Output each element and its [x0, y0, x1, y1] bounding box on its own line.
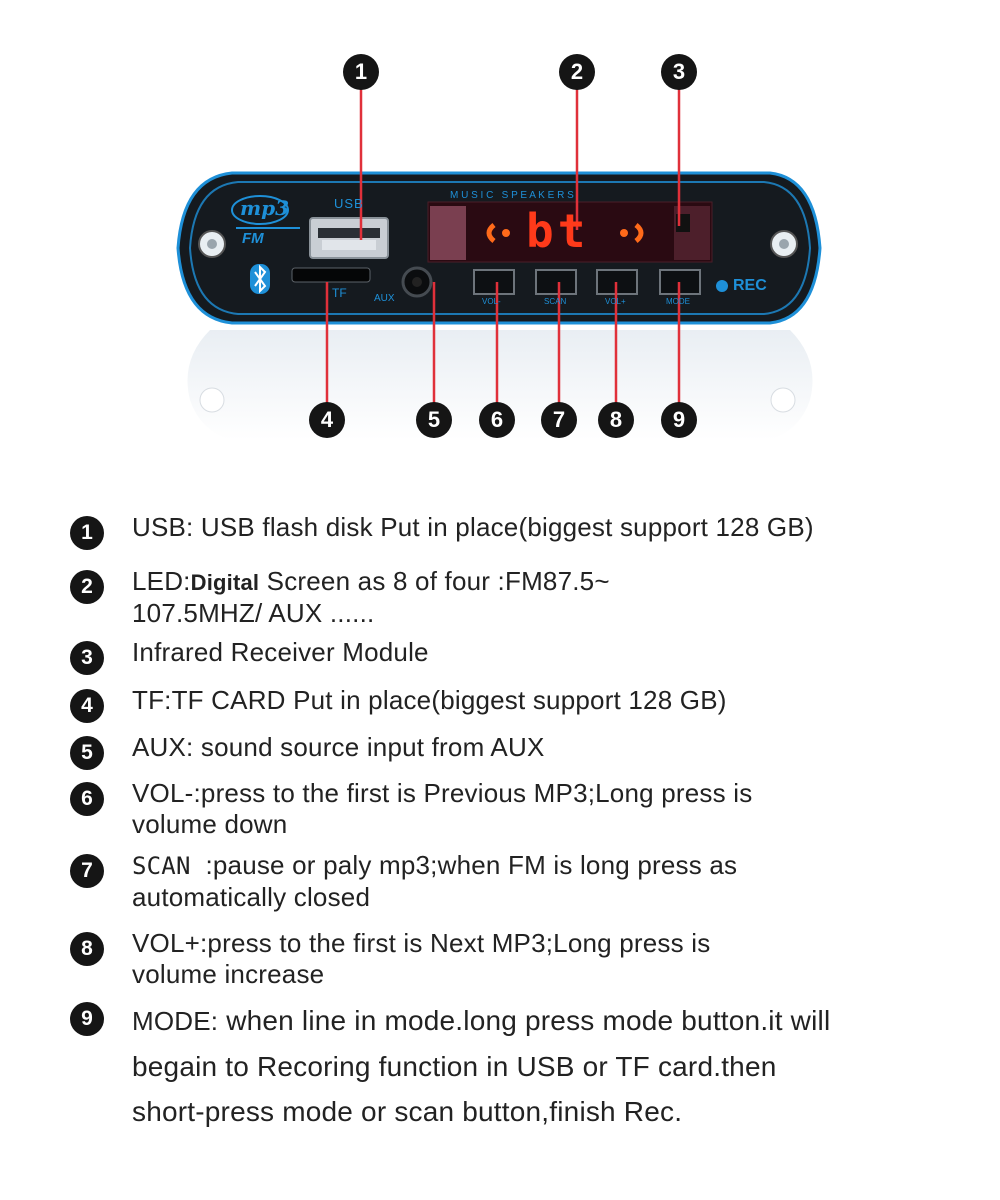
panel-header-label: M U S I C S P E A K E R S [450, 190, 574, 201]
callout-2: 2 [559, 54, 595, 90]
scan-key-label: SCAN [544, 297, 567, 306]
led-display-text: bt [526, 204, 590, 258]
usb-label: USB [334, 196, 364, 211]
legend-text-5: AUX: sound source input from AUX [132, 732, 545, 762]
legend-text-1: USB: USB flash disk Put in place(biggest… [132, 512, 814, 542]
vol-minus-key-label: VOL- [482, 297, 501, 306]
legend-number-5: 5 [70, 736, 104, 770]
legend-number-6: 6 [70, 782, 104, 816]
legend-number-7: 7 [70, 854, 104, 888]
logo-mp3-label: mp3 [240, 196, 290, 220]
legend-text-4: TF:TF CARD Put in place(biggest support … [132, 685, 727, 715]
legend-text-3: Infrared Receiver Module [132, 637, 429, 667]
callout-lines [325, 88, 681, 404]
led-display [427, 201, 713, 263]
callout-8: 8 [598, 402, 634, 438]
vol-plus-key-label: VOL+ [605, 297, 626, 306]
legend-text-6: VOL-:press to the first is Previous MP3;… [132, 778, 753, 839]
rec-label: REC [733, 277, 767, 294]
legend-number-9: 9 [70, 1002, 104, 1036]
callout-3: 3 [661, 54, 697, 90]
callout-1: 1 [343, 54, 379, 90]
vol-minus-key [473, 269, 515, 295]
legend-text-2: LED:Digital Screen as 8 of four :FM87.5~… [132, 566, 610, 628]
legend-number-8: 8 [70, 932, 104, 966]
tf-slot [291, 267, 371, 283]
product-figure: mp3 FM USB TF AUX M U S I C S P E A K E … [0, 0, 1000, 470]
logo-fm-label: FM [242, 230, 264, 247]
rec-indicator [716, 280, 728, 292]
legend-number-3: 3 [70, 641, 104, 675]
legend-text-8: VOL+:press to the first is Next MP3;Long… [132, 928, 711, 989]
aux-label: AUX [374, 293, 395, 304]
callout-4: 4 [309, 402, 345, 438]
callout-5: 5 [416, 402, 452, 438]
legend-number-4: 4 [70, 689, 104, 723]
panel-illustration [176, 88, 822, 440]
callout-7: 7 [541, 402, 577, 438]
callout-6: 6 [479, 402, 515, 438]
legend-number-2: 2 [70, 570, 104, 604]
tf-label: TF [332, 286, 347, 300]
legend-text-7: SCAN :pause or paly mp3;when FM is long … [132, 850, 738, 912]
legend-text-9: MODE: when line in mode.long press mode … [132, 1005, 831, 1127]
callout-9: 9 [661, 402, 697, 438]
mode-key-label: MODE [666, 297, 690, 306]
legend-number-1: 1 [70, 516, 104, 550]
scan-key [535, 269, 577, 295]
